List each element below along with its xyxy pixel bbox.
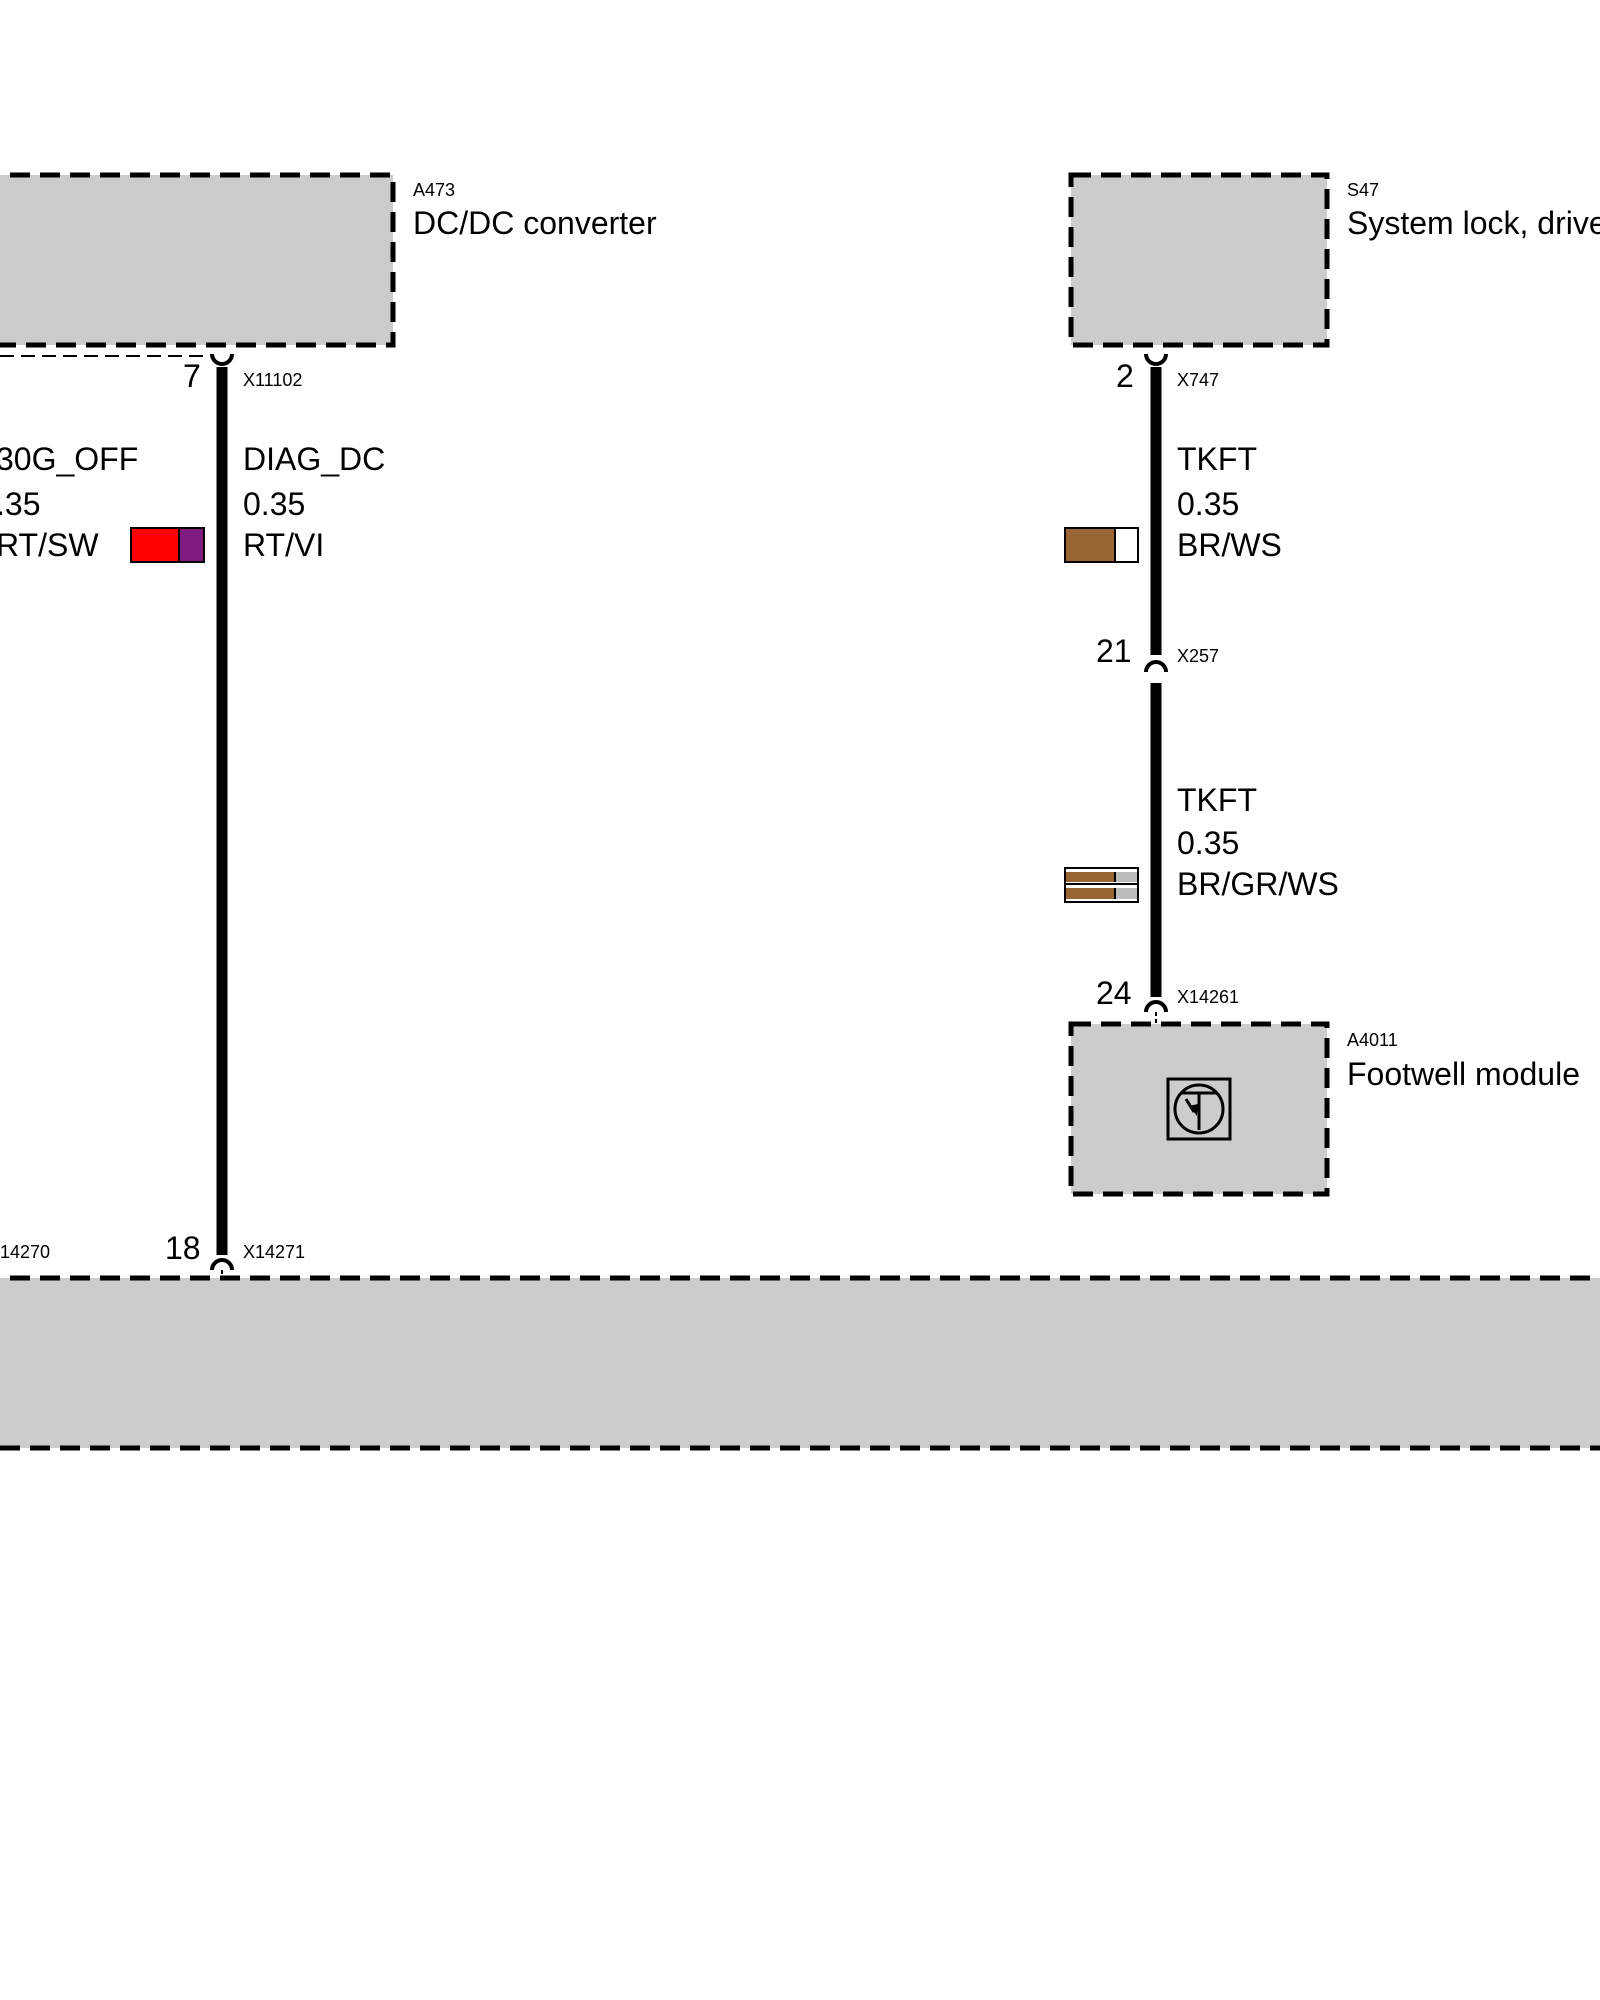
dcdc-converter-id: A473: [413, 180, 456, 200]
system-lock-box: [1068, 172, 1330, 348]
left-wire-signal: 30G_OFF: [0, 441, 139, 477]
x14270-code: 14270: [0, 1242, 51, 1262]
gr-swatch-stripe-bottom: [1116, 888, 1137, 899]
br-ws-color-swatch: [1064, 527, 1139, 563]
rt-vi-color-swatch: [130, 527, 205, 563]
footwell-module-id: A4011: [1347, 1030, 1398, 1050]
tkft-lower-gauge: 0.35: [1177, 825, 1240, 861]
br-swatch-stripe-top: [1066, 872, 1116, 882]
ws-swatch-segment: [1116, 529, 1137, 561]
system-lock-id: S47: [1347, 180, 1380, 200]
x11102-connector-symbol: [210, 353, 234, 366]
transistor-icon: [1166, 1077, 1232, 1141]
x14271-connector-symbol: [210, 1258, 234, 1271]
x257-connector-symbol: [1144, 660, 1168, 673]
footwell-module-name: Footwell module: [1347, 1056, 1580, 1092]
x14261-connector-symbol: [1144, 1000, 1168, 1013]
x257-pin: 21: [1096, 633, 1132, 669]
x14261-code: X14261: [1177, 987, 1240, 1007]
x747-pin: 2: [1116, 358, 1134, 394]
x747-code: X747: [1177, 370, 1220, 390]
br-swatch-stripe-bottom: [1066, 888, 1116, 899]
gr-swatch-stripe-top: [1116, 872, 1137, 882]
x11102-pin: 7: [183, 358, 201, 394]
br-swatch-segment: [1066, 529, 1116, 561]
x747-connector-symbol: [1144, 353, 1168, 366]
diag-dc-color: RT/VI: [243, 527, 325, 563]
system-lock-name: System lock, drive: [1347, 205, 1600, 241]
x14261-pin: 24: [1096, 975, 1132, 1011]
x14271-pin: 18: [165, 1230, 201, 1266]
tkft-lower-signal: TKFT: [1177, 782, 1257, 818]
tkft-upper-gauge: 0.35: [1177, 486, 1240, 522]
x257-code: X257: [1177, 646, 1220, 666]
dcdc-converter-name: DC/DC converter: [413, 205, 657, 241]
swatch-divider: [1066, 883, 1137, 885]
vi-swatch-segment: [180, 529, 203, 561]
br-gr-ws-color-swatch: [1064, 867, 1139, 903]
diag-dc-gauge: 0.35: [243, 486, 306, 522]
x14271-code: X14271: [243, 1242, 306, 1262]
tkft-lower-color: BR/GR/WS: [1177, 866, 1339, 902]
left-wire-color: RT/SW: [0, 527, 99, 563]
rt-swatch-segment: [132, 529, 180, 561]
dcdc-converter-box: [0, 172, 396, 348]
x11102-code: X11102: [243, 370, 303, 390]
bottom-module-box: [0, 1275, 1600, 1451]
left-wire-gauge: .35: [0, 486, 41, 522]
tkft-upper-color: BR/WS: [1177, 527, 1282, 563]
diag-dc-signal: DIAG_DC: [243, 441, 386, 477]
tkft-upper-signal: TKFT: [1177, 441, 1257, 477]
